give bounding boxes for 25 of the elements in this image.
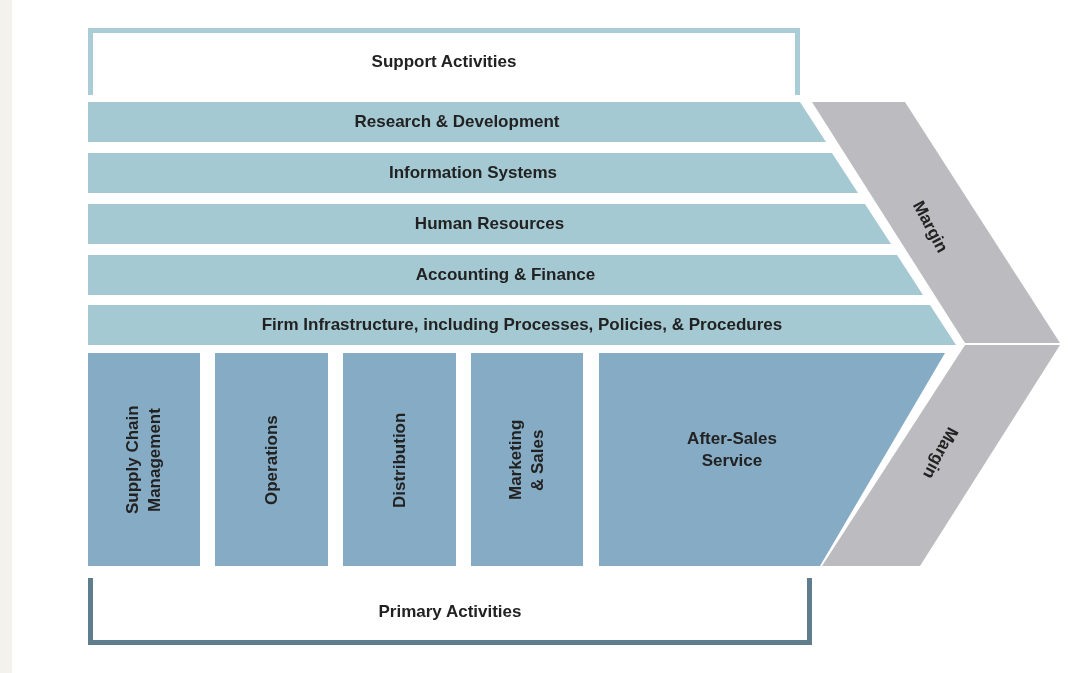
column-label: Marketing & Sales — [505, 418, 548, 502]
bracket-frame — [88, 28, 800, 95]
band-label: Research & Development — [353, 111, 561, 133]
activity-band — [88, 255, 923, 295]
bracket-frame — [88, 578, 812, 645]
activity-band — [88, 102, 826, 142]
column-label: Supply Chain Management — [122, 404, 165, 516]
margin-band — [812, 102, 1060, 343]
band-label: Accounting & Finance — [414, 264, 597, 286]
margin-band — [822, 345, 1060, 566]
activity-column — [343, 353, 456, 566]
band-label: Information Systems — [387, 162, 559, 184]
column-label: Distribution — [388, 410, 410, 510]
activity-band — [88, 305, 956, 345]
band-label: Firm Infrastructure, including Processes, Policies, & Procedures — [260, 314, 784, 336]
activity-column — [471, 353, 583, 566]
column-label: After-Sales Service — [686, 428, 778, 472]
activity-column — [88, 353, 200, 566]
activity-column — [215, 353, 328, 566]
band-label: Human Resources — [413, 213, 566, 235]
column-label: Operations — [260, 413, 282, 507]
activity-band — [88, 204, 891, 244]
section-heading: Support Activities — [370, 51, 518, 73]
activity-band — [88, 153, 858, 193]
section-heading: Primary Activities — [377, 601, 523, 623]
